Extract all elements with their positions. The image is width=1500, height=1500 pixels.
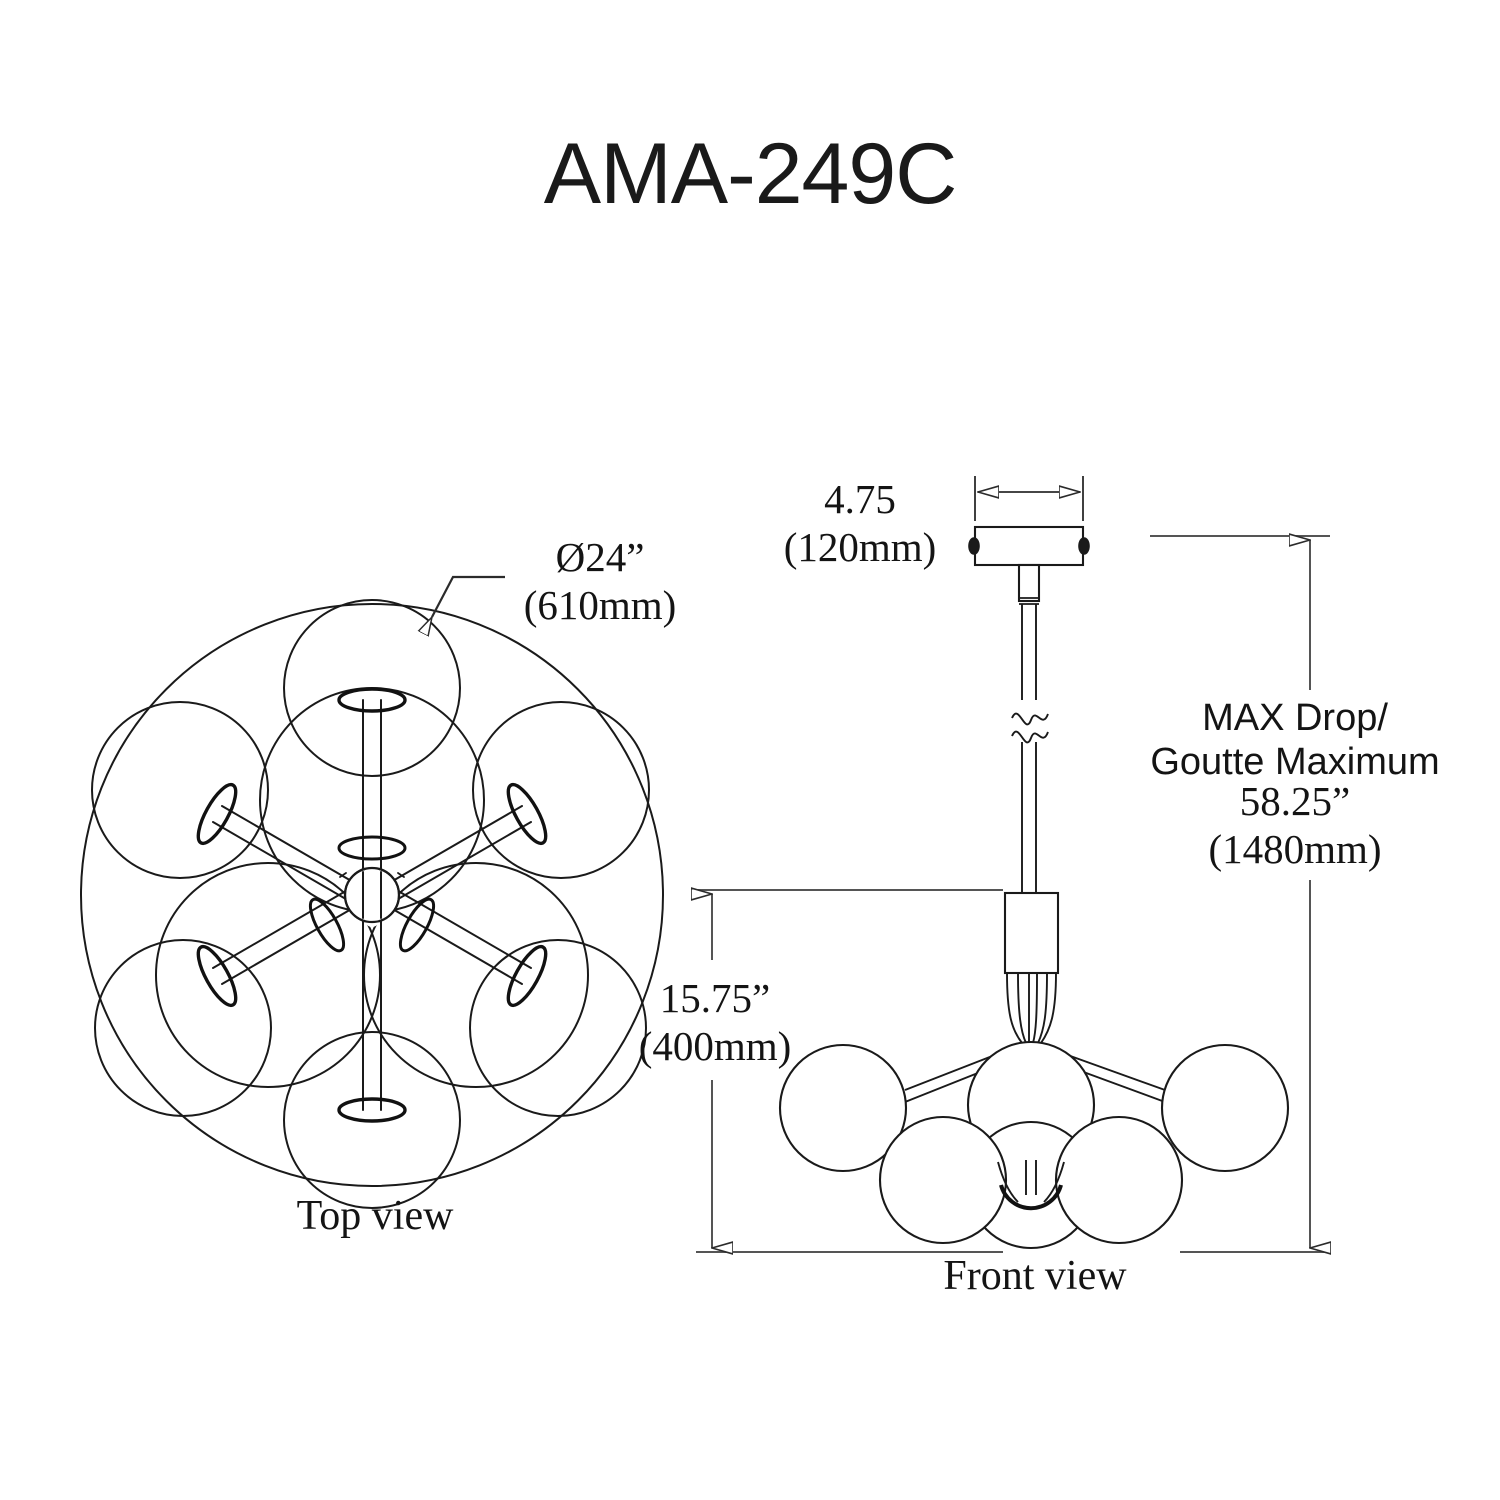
outer-globe [94,939,272,1117]
diameter-leader [432,575,505,617]
top-view-sockets [196,687,548,1123]
stem-collar [1017,563,1041,603]
arm-south [362,899,382,1111]
socket-ring [196,782,238,846]
socket-ring [196,944,238,1008]
fixture-height-mm: (400mm) [638,1022,792,1069]
canopy-width-mm: (120mm) [783,523,937,570]
lower-socket-ring [999,1184,1063,1211]
center-drop-stem [1025,1160,1037,1195]
canopy-width-label: 4.75(120mm) [760,476,960,571]
max-drop-caption: MAX Drop/ Goutte Maximum [1150,697,1440,784]
dim-fixture-height [696,890,1003,1252]
fixture-height-inches: 15.75” [659,975,771,1021]
diameter-dimension-label: Ø24”(610mm) [470,534,730,629]
outer-globe [469,939,647,1117]
dim-canopy-width [974,476,1084,521]
outer-globe [283,1031,461,1209]
front-globe-right [1160,1043,1290,1173]
socket-ring-inner [337,835,407,861]
diameter-inches: Ø24” [555,534,645,580]
top-view-label: Top view [296,1193,454,1239]
canopy-screw-right [1078,537,1090,555]
front-view-group [778,525,1290,1250]
leader-line [432,575,505,617]
socket-ring-inner [308,897,346,953]
socket-ring [337,1097,407,1123]
rod-break-symbol-2 [1011,730,1049,744]
socket-ring [337,687,407,713]
canopy [973,525,1085,567]
arm-northwest [212,805,361,903]
max-drop-dimension-label: 58.25”(1480mm) [1150,778,1440,873]
arm-southwest [212,887,361,985]
arm-northeast [383,805,532,903]
dim-max-drop [1150,536,1330,1252]
front-globe-lower-right [1054,1115,1184,1245]
diameter-mm: (610mm) [523,581,677,628]
page-title: AMA-249C [543,126,958,222]
canopy-screw-left [968,537,980,555]
socket-ring-inner [398,897,436,953]
top-view-outer-globes [91,599,650,1209]
socket-ring [506,782,548,846]
top-view-inner-sockets [308,835,436,953]
arm-southeast [383,887,532,985]
socket-ring [506,944,548,1008]
top-view-hub-outline [343,866,401,924]
fixture-height-label: 15.75”(400mm) [615,975,815,1070]
outer-globe [283,599,461,777]
fixture-body-box [1003,891,1060,975]
arm-north [362,699,382,891]
max-drop-mm: (1480mm) [1208,825,1382,872]
front-view-rod-splay [1006,972,1057,1044]
lower-strut-right [1043,1161,1065,1203]
top-view-outer-circle [80,603,664,1187]
lower-strut-left [997,1161,1019,1203]
rod-break-symbol [1011,712,1049,726]
front-globe-lower-left [878,1115,1008,1245]
outer-globe [472,701,650,879]
front-globe-left [778,1043,908,1173]
drop-rod-lower [1021,742,1037,893]
outer-globe [91,701,269,879]
max-drop-inches: 58.25” [1239,778,1351,824]
drop-rod-upper [1021,604,1037,700]
canopy-width-inches: 4.75 [824,476,896,522]
top-view-group [80,599,664,1209]
front-view-label: Front view [943,1253,1127,1299]
hub-center-arm [362,871,382,919]
